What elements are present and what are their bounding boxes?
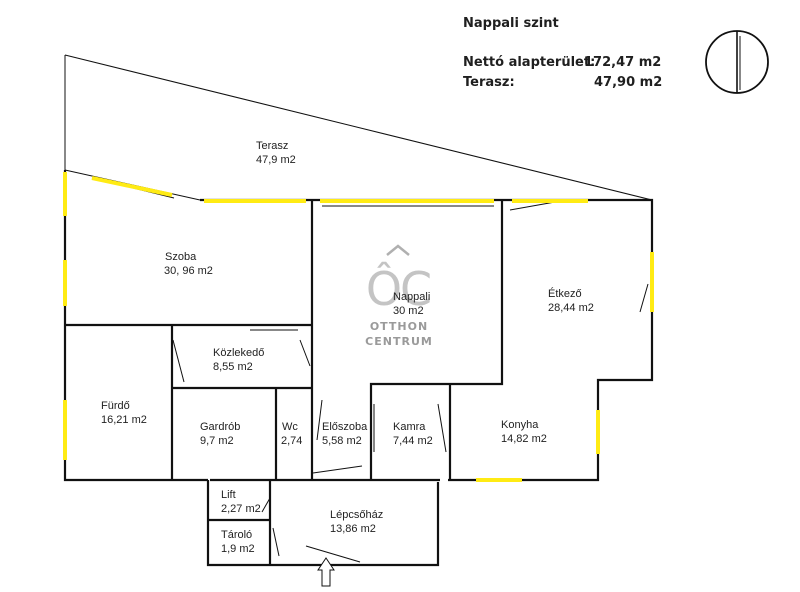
otthon-centrum-watermark: ÔC OTTHON CENTRUM <box>365 244 433 348</box>
room-furdo: Fürdő 16,21 m2 <box>101 400 147 426</box>
room-terasz: Terasz 47,9 m2 <box>256 140 296 166</box>
room-area: 28,44 m2 <box>548 302 594 314</box>
net-area-label: Nettó alapterület: <box>463 55 596 70</box>
room-lift: Lift 2,27 m2 <box>221 489 261 515</box>
room-name: Lépcsőház <box>330 509 383 521</box>
room-nappali: Nappali 30 m2 <box>393 291 430 317</box>
watermark-logo-mark: ÔC <box>366 261 430 316</box>
room-konyha: Konyha 14,82 m2 <box>501 419 547 445</box>
room-name: Előszoba <box>322 421 368 433</box>
room-name: Kamra <box>393 421 426 433</box>
room-etkezo: Étkező 28,44 m2 <box>548 287 594 314</box>
windows <box>63 172 654 482</box>
level-title: Nappali szint <box>463 16 559 31</box>
terrace-outline <box>64 54 653 201</box>
watermark-line2: CENTRUM <box>365 335 433 348</box>
room-name: Közlekedő <box>213 347 264 359</box>
room-name: Fürdő <box>101 400 130 412</box>
room-area: 1,9 m2 <box>221 543 255 555</box>
room-area: 8,55 m2 <box>213 361 253 373</box>
room-name: Szoba <box>165 251 197 263</box>
terrace-value: 47,90 m2 <box>594 75 663 90</box>
room-kamra: Kamra 7,44 m2 <box>393 421 433 447</box>
room-gardrob: Gardrób 9,7 m2 <box>200 421 240 447</box>
room-name: Étkező <box>548 287 582 300</box>
room-area: 2,74 <box>281 435 302 447</box>
room-area: 47,9 m2 <box>256 154 296 166</box>
room-area: 13,86 m2 <box>330 523 376 535</box>
terrace-label: Terasz: <box>463 75 515 90</box>
entrance-arrow-icon <box>317 557 335 587</box>
room-lepcsohaz: Lépcsőház 13,86 m2 <box>330 509 383 535</box>
room-name: Wc <box>282 421 298 433</box>
room-area: 16,21 m2 <box>101 414 147 426</box>
room-tarolo: Tároló 1,9 m2 <box>221 529 255 555</box>
room-eloszoba: Előszoba 5,58 m2 <box>322 421 368 447</box>
room-kozlekedo: Közlekedő 8,55 m2 <box>213 347 264 373</box>
interior-walls <box>65 200 504 565</box>
room-name: Nappali <box>393 291 430 303</box>
room-name: Tároló <box>221 529 252 541</box>
room-area: 9,7 m2 <box>200 435 234 447</box>
room-name: Lift <box>221 489 236 501</box>
room-area: 5,58 m2 <box>322 435 362 447</box>
room-name: Konyha <box>501 419 539 431</box>
room-szoba: Szoba 30, 96 m2 <box>164 251 213 277</box>
exterior-walls <box>63 170 654 567</box>
room-name: Gardrób <box>200 421 240 433</box>
room-area: 30, 96 m2 <box>164 265 213 277</box>
room-area: 30 m2 <box>393 305 424 317</box>
door-lines <box>91 177 649 563</box>
north-compass-icon <box>705 30 769 94</box>
room-area: 14,82 m2 <box>501 433 547 445</box>
room-wc: Wc 2,74 <box>281 421 302 447</box>
net-area-value: 172,47 m2 <box>584 55 662 70</box>
room-name: Terasz <box>256 140 288 152</box>
room-area: 7,44 m2 <box>393 435 433 447</box>
watermark-line1: OTTHON <box>370 320 428 333</box>
room-area: 2,27 m2 <box>221 503 261 515</box>
